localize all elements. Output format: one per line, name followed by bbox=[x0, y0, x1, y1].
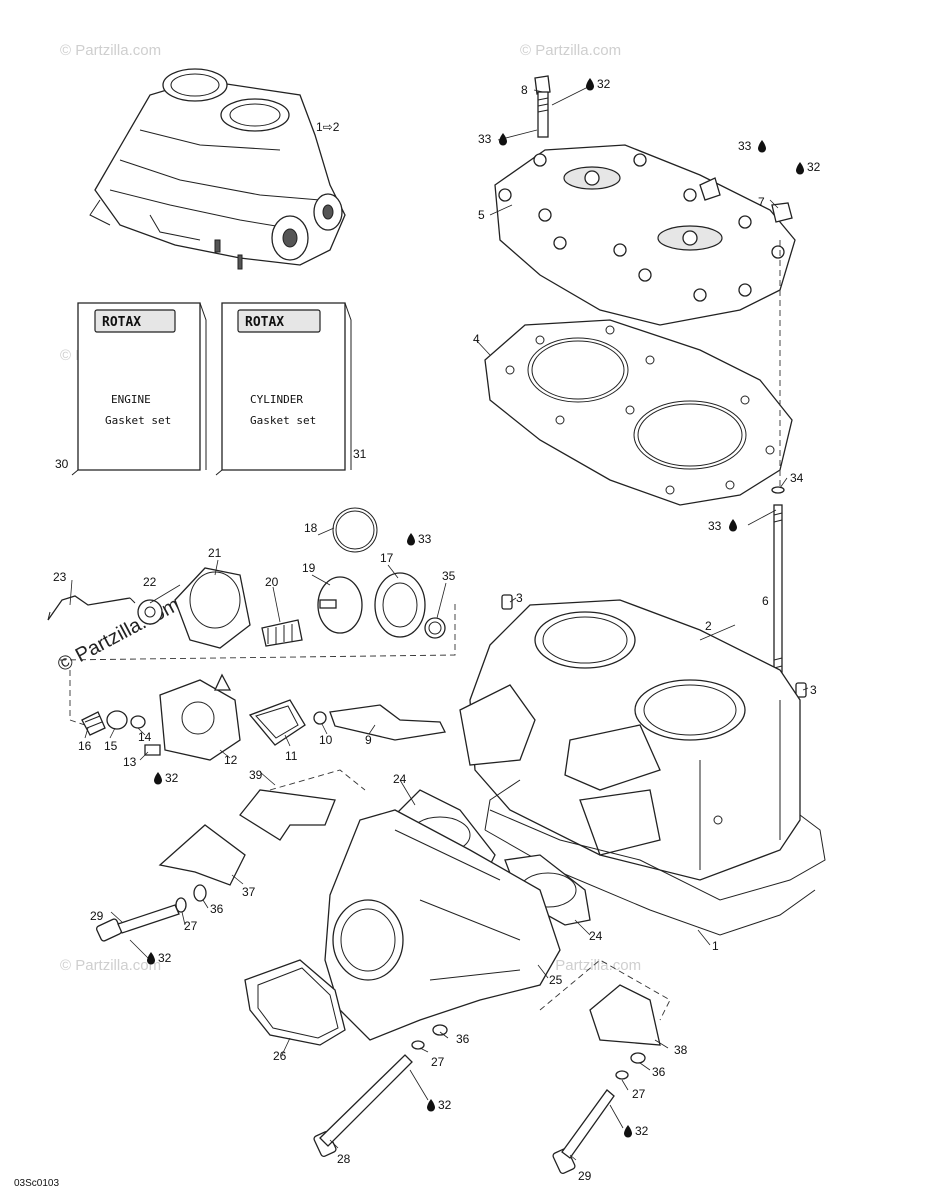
head-gasket-illustration bbox=[484, 319, 793, 506]
callout: 35 bbox=[442, 569, 456, 583]
callout: 1 bbox=[712, 939, 719, 953]
lubricant-drop-icon bbox=[147, 952, 155, 965]
box-line1: CYLINDER bbox=[250, 393, 303, 406]
callout: 5 bbox=[478, 208, 485, 222]
watermark: © Partzilla.com bbox=[60, 957, 161, 974]
callout: 36 bbox=[210, 902, 224, 916]
callout: 27 bbox=[632, 1087, 646, 1101]
callout: 16 bbox=[78, 739, 92, 753]
callout: 26 bbox=[273, 1049, 287, 1063]
callout: 21 bbox=[208, 546, 222, 560]
callout: 32 bbox=[597, 77, 611, 91]
watermark: © Partzilla.com bbox=[60, 42, 161, 59]
callout: 13 bbox=[123, 755, 137, 769]
lubricant-drop-icon bbox=[624, 1125, 632, 1138]
lubricant-drop-icon bbox=[586, 78, 594, 91]
callout: 7 bbox=[758, 195, 765, 209]
lubricant-drop-icon bbox=[729, 519, 737, 532]
callout: 3 bbox=[810, 683, 817, 697]
cylinder-gasket-set-box: ROTAX CYLINDER Gasket set bbox=[215, 302, 352, 476]
callout: 11 bbox=[285, 749, 298, 763]
callout: 32 bbox=[158, 951, 172, 965]
box-line1: ENGINE bbox=[111, 393, 151, 406]
callout: 14 bbox=[138, 730, 152, 744]
cylinder-block-illustration bbox=[459, 599, 801, 881]
callout: 31 bbox=[353, 447, 367, 461]
box-line2: Gasket set bbox=[105, 414, 171, 427]
callout: 6 bbox=[762, 594, 769, 608]
watermark: © Partzilla.com bbox=[520, 42, 621, 59]
lubricant-drop-icon bbox=[154, 772, 162, 785]
drawing-code: 03Sc0103 bbox=[14, 1178, 59, 1189]
callout: 2 bbox=[705, 619, 712, 633]
callout: 33 bbox=[418, 532, 432, 546]
callout: 24 bbox=[393, 772, 407, 786]
callout: 17 bbox=[380, 551, 394, 565]
manifold-gasket bbox=[244, 959, 346, 1046]
callout-labels: 1 2 3 3 4 5 6 7 8 9 10 11 12 13 14 15 16… bbox=[53, 77, 821, 1183]
callout: 33 bbox=[738, 139, 752, 153]
leader-lines bbox=[69, 85, 809, 1161]
watermark: © Partzilla.com bbox=[540, 957, 641, 974]
callout: 4 bbox=[473, 332, 480, 346]
callout: 19 bbox=[302, 561, 316, 575]
bolts-and-washers bbox=[95, 884, 646, 1175]
callout: 27 bbox=[431, 1055, 445, 1069]
lubricant-drop-icon bbox=[758, 140, 766, 153]
exhaust-manifold-illustration bbox=[324, 809, 561, 1041]
bolt-8 bbox=[534, 75, 551, 138]
valve-housing-illustration bbox=[81, 673, 446, 761]
callout: 36 bbox=[456, 1032, 470, 1046]
callout: 9 bbox=[365, 733, 372, 747]
lubricant-drop-icon bbox=[407, 533, 415, 546]
engine-block-illustration bbox=[89, 68, 346, 270]
callout: 33 bbox=[478, 132, 492, 146]
callout: 32 bbox=[807, 160, 821, 174]
callout: 8 bbox=[521, 83, 528, 97]
lubricant-drop-icon bbox=[499, 133, 507, 146]
callout: 27 bbox=[184, 919, 198, 933]
callout: 39 bbox=[249, 768, 263, 782]
lubricant-drop-icon bbox=[427, 1099, 435, 1112]
box-brand: ROTAX bbox=[102, 315, 141, 330]
callout: 25 bbox=[549, 973, 563, 987]
callout: 15 bbox=[104, 739, 118, 753]
callout: 28 bbox=[337, 1152, 351, 1166]
callout: 10 bbox=[319, 733, 333, 747]
callout: 32 bbox=[438, 1098, 452, 1112]
callout: 20 bbox=[265, 575, 279, 589]
brackets bbox=[158, 769, 671, 1046]
callout: 33 bbox=[708, 519, 722, 533]
callout: 12 bbox=[224, 753, 238, 767]
callout: 29 bbox=[90, 909, 104, 923]
callout: 32 bbox=[635, 1124, 649, 1138]
lubricant-drop-icon bbox=[796, 162, 804, 175]
callout: 32 bbox=[165, 771, 179, 785]
callout: 30 bbox=[55, 457, 69, 471]
callout: 23 bbox=[53, 570, 67, 584]
callout: 24 bbox=[589, 929, 603, 943]
box-line2: Gasket set bbox=[250, 414, 316, 427]
callout: 36 bbox=[652, 1065, 666, 1079]
engine-gasket-set-box: ROTAX ENGINE Gasket set bbox=[71, 302, 207, 476]
callout: 38 bbox=[674, 1043, 688, 1057]
callout: 18 bbox=[304, 521, 318, 535]
box-brand: ROTAX bbox=[245, 315, 284, 330]
cylinder-head-illustration bbox=[494, 144, 796, 326]
reference-arrow: 1⇨2 bbox=[316, 120, 340, 134]
callout: 3 bbox=[516, 591, 523, 605]
bolt-7 bbox=[771, 202, 793, 223]
callout: 37 bbox=[242, 885, 256, 899]
valve-assembly-illustration bbox=[47, 507, 456, 731]
dowel-pins bbox=[501, 594, 807, 698]
callout: 22 bbox=[143, 575, 157, 589]
callout: 34 bbox=[790, 471, 804, 485]
callout: 29 bbox=[578, 1169, 592, 1183]
